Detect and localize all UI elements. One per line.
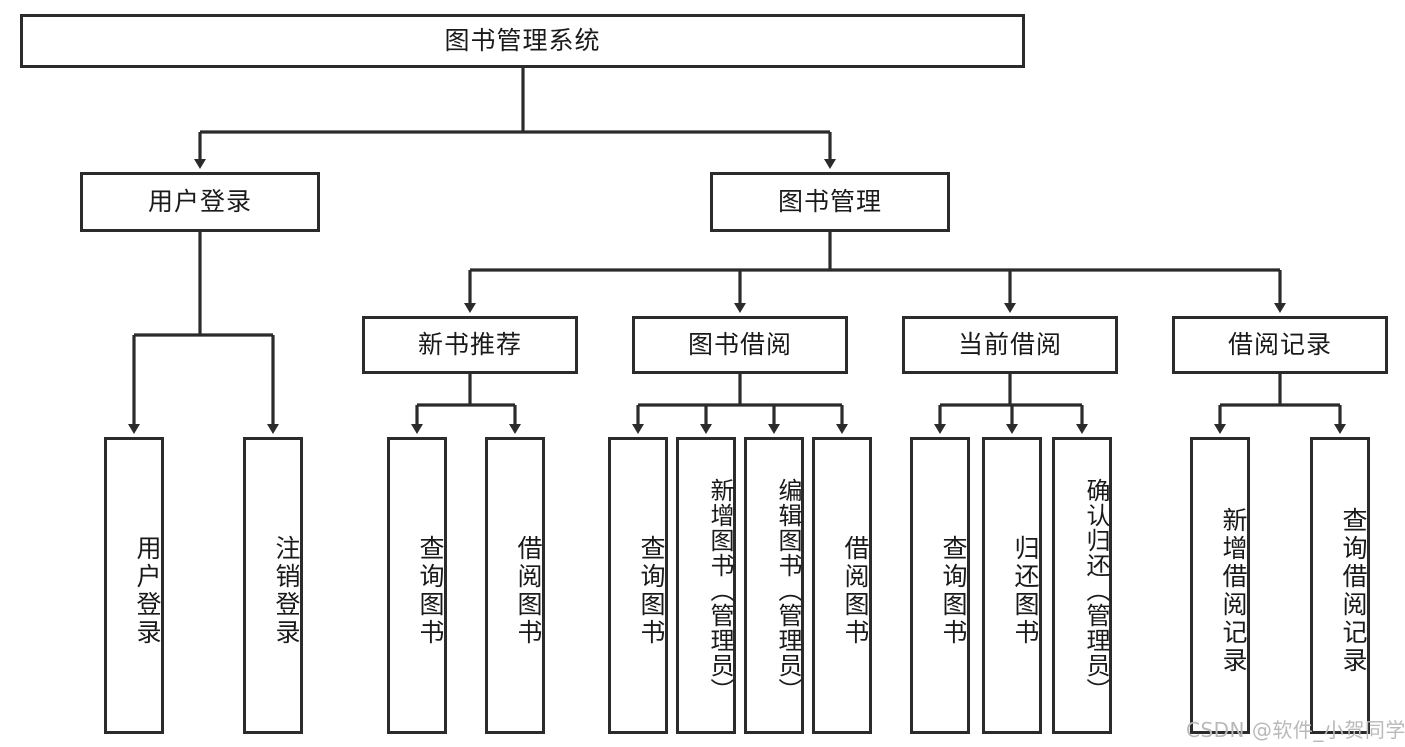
node-leaf-return-book[interactable]: 归还图书 [982, 437, 1042, 734]
node-book-borrow[interactable]: 图书借阅 [632, 316, 848, 374]
node-leaf-query-borrow-record[interactable]: 查询借阅记录 [1310, 437, 1370, 734]
node-current-borrow[interactable]: 当前借阅 [902, 316, 1118, 374]
node-book-management[interactable]: 图书管理 [710, 172, 950, 232]
node-leaf-borrow-book[interactable]: 借阅图书 [812, 437, 872, 734]
node-leaf-query-book-current[interactable]: 查询图书 [910, 437, 970, 734]
node-leaf-user-login[interactable]: 用户登录 [104, 437, 164, 734]
node-user-login[interactable]: 用户登录 [80, 172, 320, 232]
node-leaf-confirm-return-admin[interactable]: 确认归还（管理员） [1052, 437, 1112, 734]
node-leaf-add-borrow-record[interactable]: 新增借阅记录 [1190, 437, 1250, 734]
node-borrow-record[interactable]: 借阅记录 [1172, 316, 1388, 374]
node-leaf-add-book-admin[interactable]: 新增图书（管理员） [676, 437, 736, 734]
node-root[interactable]: 图书管理系统 [20, 14, 1025, 68]
node-leaf-logout[interactable]: 注销登录 [243, 437, 303, 734]
node-new-book-recommend[interactable]: 新书推荐 [362, 316, 578, 374]
node-leaf-query-book-recommend[interactable]: 查询图书 [387, 437, 447, 734]
node-leaf-query-book-borrow[interactable]: 查询图书 [608, 437, 668, 734]
csdn-watermark: CSDN @软件_小贺同学 [1186, 718, 1405, 742]
node-leaf-borrow-book-recommend[interactable]: 借阅图书 [485, 437, 545, 734]
node-leaf-edit-book-admin[interactable]: 编辑图书（管理员） [744, 437, 804, 734]
